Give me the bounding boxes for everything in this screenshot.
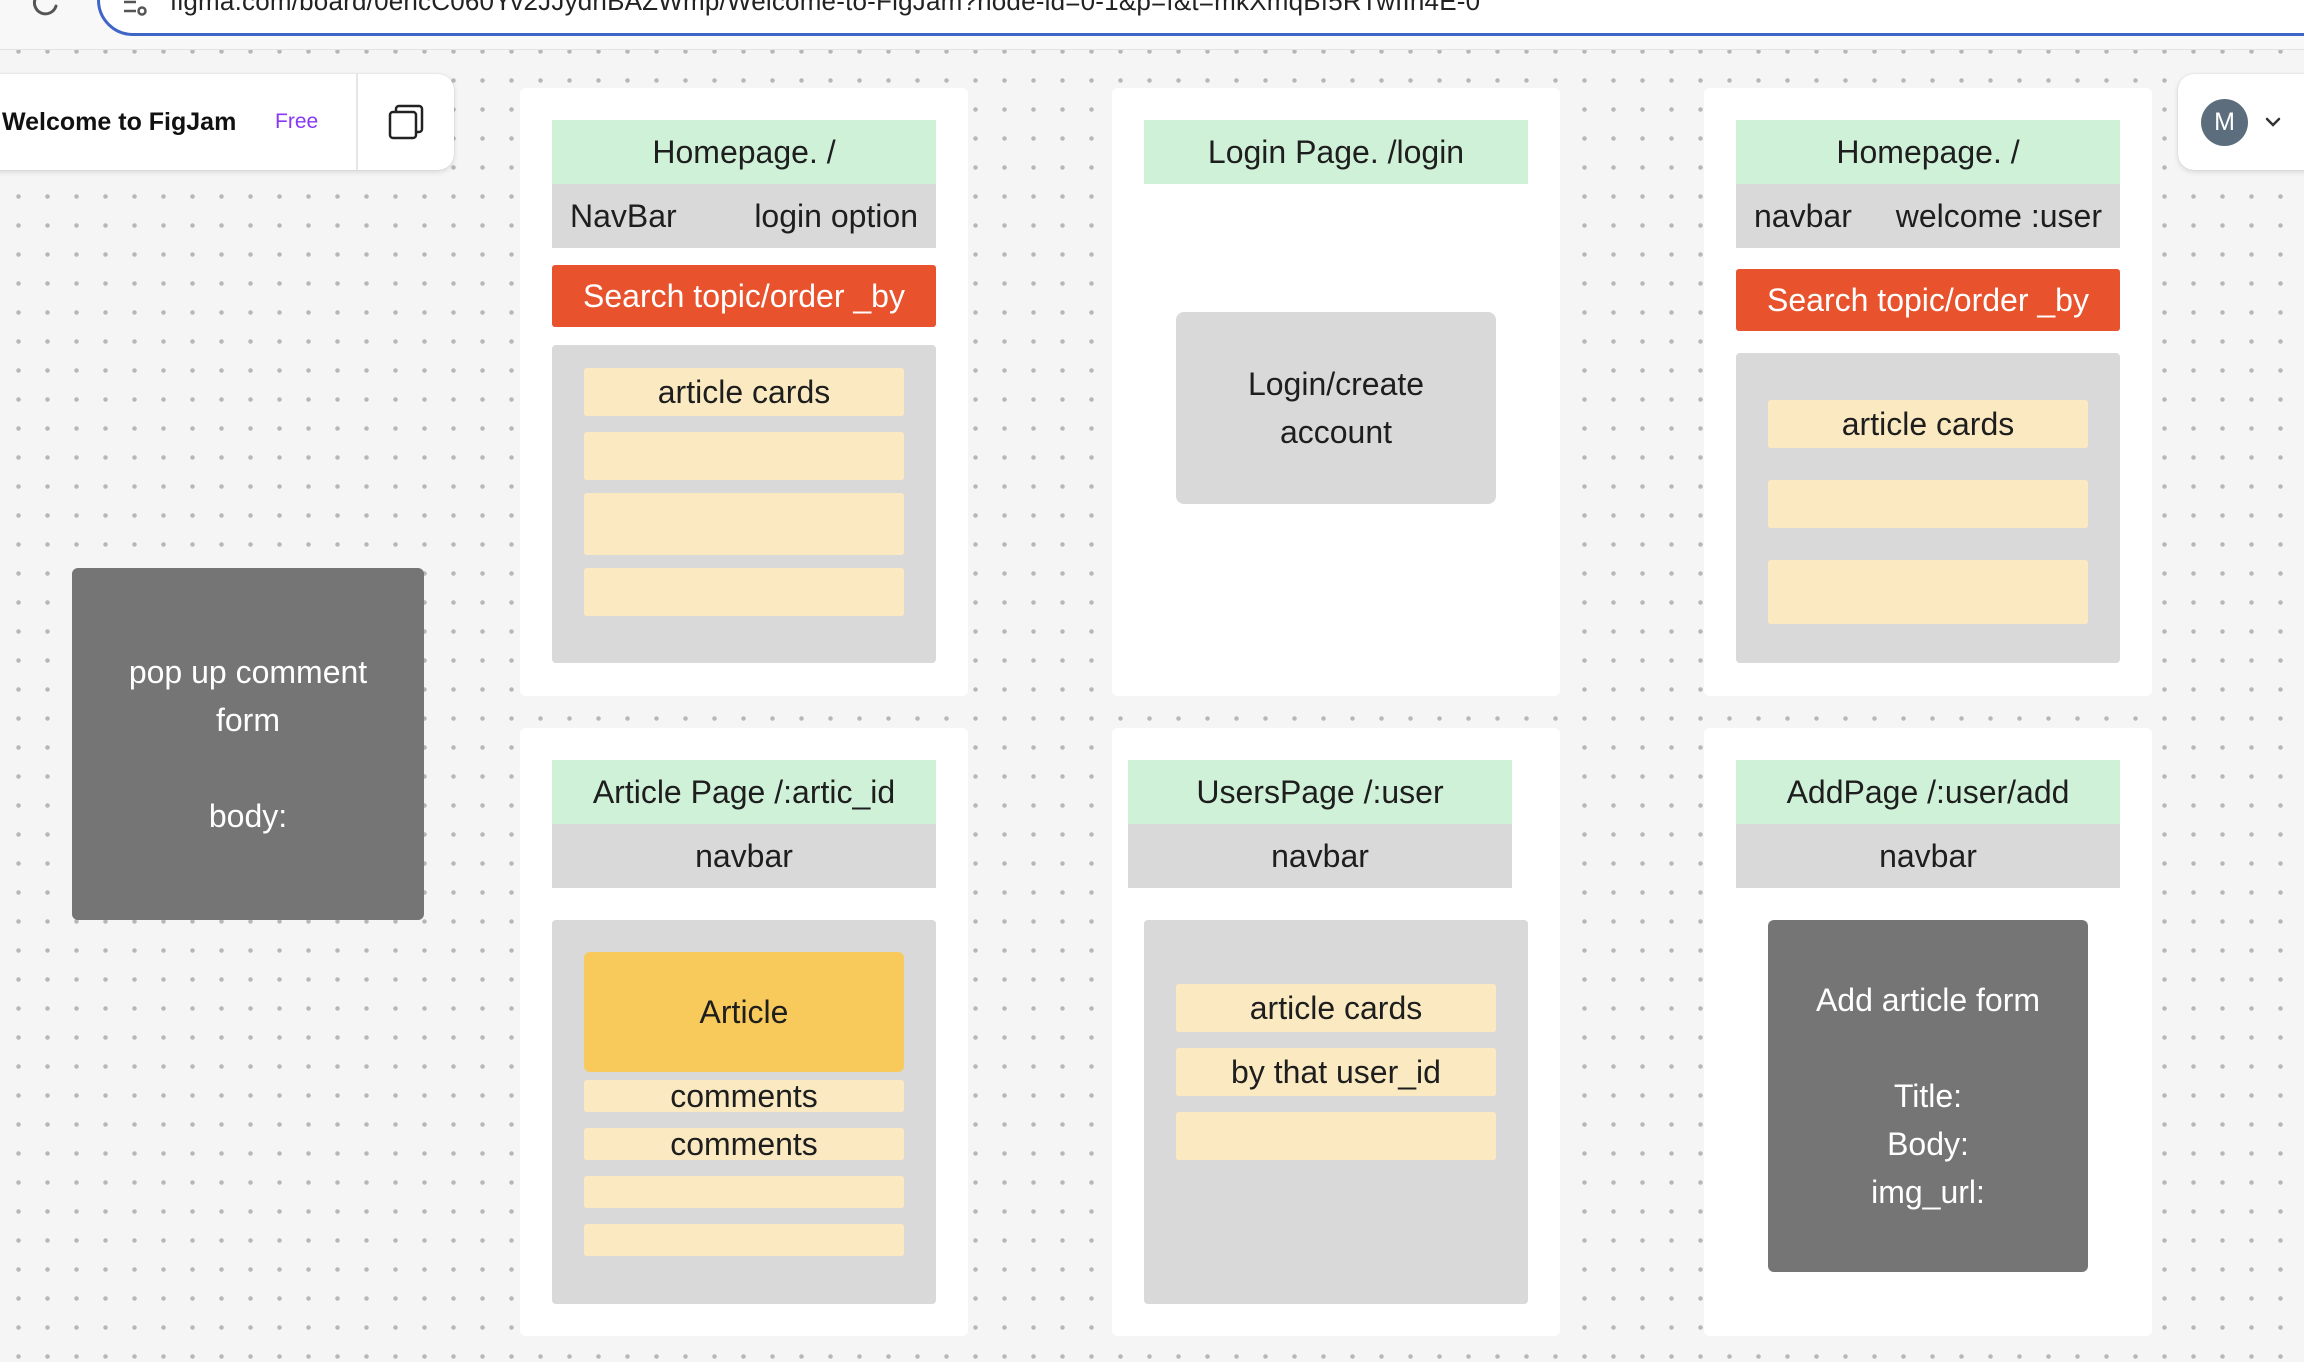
navbar-shape[interactable]: navbar [1736, 824, 2120, 888]
site-settings-icon[interactable] [122, 0, 148, 16]
article-card[interactable]: by that user_id [1176, 1048, 1496, 1096]
file-name[interactable]: Welcome to FigJam [2, 108, 237, 136]
pill-divider [356, 74, 358, 170]
article-card[interactable] [584, 493, 904, 555]
navbar-shape[interactable]: navbar welcome :user [1736, 184, 2120, 248]
article-card[interactable]: article cards [1176, 984, 1496, 1032]
search-bar-shape[interactable]: Search topic/order _by [552, 265, 936, 327]
navbar-label: navbar [1754, 198, 1852, 234]
navbar-label: NavBar [570, 198, 677, 234]
article-page-title[interactable]: Article Page /:artic_id [552, 760, 936, 824]
article-card[interactable] [584, 432, 904, 480]
user-menu-pill[interactable]: M [2178, 74, 2304, 170]
welcome-user-label: welcome :user [1895, 198, 2102, 234]
address-bar-url[interactable]: figma.com/board/0encC060Yv2JJydnBAZWmp/W… [170, 0, 1481, 16]
duplicate-icon[interactable] [386, 102, 426, 142]
login-page-title[interactable]: Login Page. /login [1144, 120, 1528, 184]
file-menu-pill[interactable]: Welcome to FigJam Free [0, 74, 454, 170]
article-shape[interactable]: Article [584, 952, 904, 1072]
article-card[interactable] [1176, 1112, 1496, 1160]
comment-card[interactable]: comments [584, 1078, 904, 1114]
navbar-shape[interactable]: NavBar login option [552, 184, 936, 248]
login-option-label: login option [754, 198, 918, 234]
popup-comment-form-shape[interactable]: pop up comment form body: [72, 568, 424, 920]
comment-card[interactable] [584, 1176, 904, 1208]
add-article-form-shape[interactable]: Add article form Title: Body: img_url: [1768, 920, 2088, 1272]
navbar-shape[interactable]: navbar [552, 824, 936, 888]
navbar-shape[interactable]: navbar [1128, 824, 1512, 888]
article-card[interactable] [1768, 560, 2088, 624]
address-bar[interactable] [97, 0, 2304, 36]
login-create-account-shape[interactable]: Login/create account [1176, 312, 1496, 504]
homepage-title[interactable]: Homepage. / [1736, 120, 2120, 184]
reload-icon[interactable] [26, 0, 66, 24]
article-card[interactable] [584, 568, 904, 616]
chevron-down-icon[interactable] [2263, 112, 2283, 132]
search-bar-shape[interactable]: Search topic/order _by [1736, 269, 2120, 331]
comment-card[interactable]: comments [584, 1126, 904, 1162]
article-card[interactable] [1768, 480, 2088, 528]
users-page-title[interactable]: UsersPage /:user [1128, 760, 1512, 824]
comment-card[interactable] [584, 1224, 904, 1256]
add-page-title[interactable]: AddPage /:user/add [1736, 760, 2120, 824]
article-card[interactable]: article cards [584, 368, 904, 416]
plan-badge[interactable]: Free [275, 110, 319, 133]
article-card[interactable]: article cards [1768, 400, 2088, 448]
homepage-title[interactable]: Homepage. / [552, 120, 936, 184]
avatar[interactable]: M [2201, 99, 2248, 146]
